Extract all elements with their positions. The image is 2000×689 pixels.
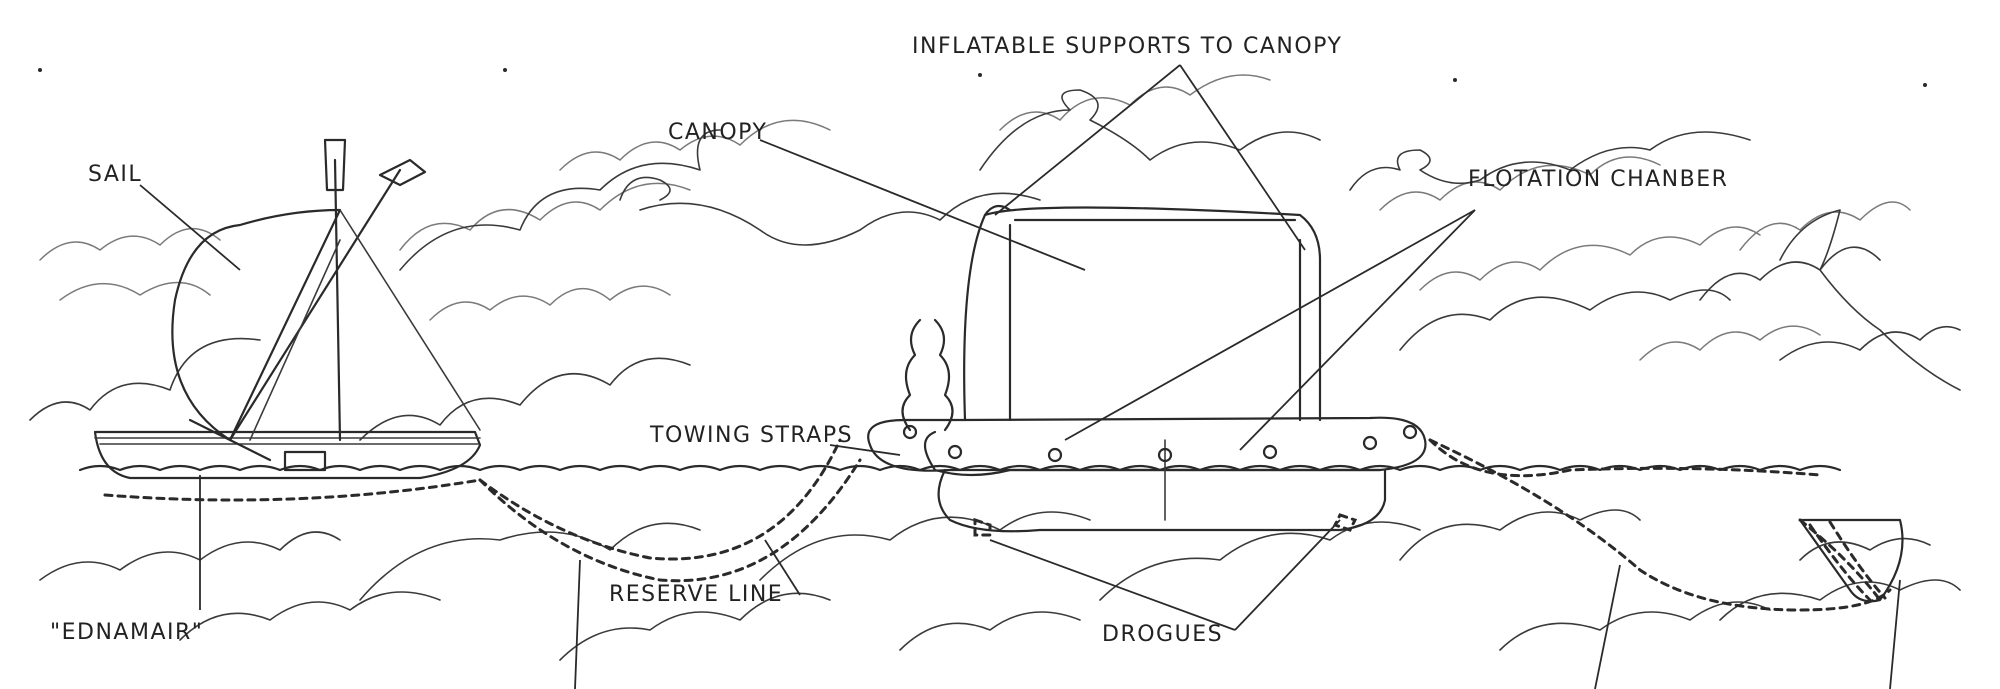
ednamair-boat — [93, 138, 482, 480]
sea-crests — [29, 89, 1961, 441]
label-sail: SAIL — [88, 162, 143, 187]
label-drogues: DROGUES — [1102, 622, 1224, 647]
label-ednamair: "EDNAMAIR" — [50, 620, 204, 645]
leader-lines — [139, 64, 1901, 689]
liferaft — [867, 204, 1427, 533]
specks — [38, 68, 1927, 87]
label-flotation-chamber: FLOTATION CHANBER — [1468, 167, 1729, 192]
label-towing-straps: TOWING STRAPS — [650, 423, 854, 448]
lower-waves — [39, 509, 1961, 661]
background-waves — [39, 74, 1911, 361]
drogues — [973, 513, 1904, 603]
tow-lines — [103, 438, 1892, 612]
label-inflatable-supports: INFLATABLE SUPPORTS TO CANOPY — [912, 34, 1343, 59]
label-canopy: CANOPY — [668, 120, 768, 145]
label-reserve-line: RESERVE LINE — [609, 582, 784, 607]
